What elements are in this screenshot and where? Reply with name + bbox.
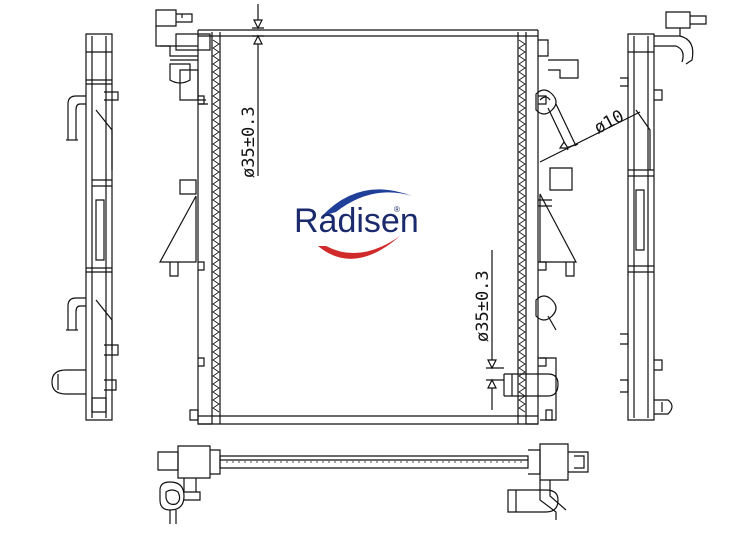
logo-swoosh-blue: [322, 189, 412, 216]
bottom-top-view: [157, 443, 589, 524]
front-view: [155, 9, 579, 425]
right-side-view: [620, 11, 707, 421]
dim-top-tube: ø35±0.3: [239, 4, 264, 178]
dim-bottom-tube: ø35±0.3: [473, 250, 504, 410]
dim-label-tube-bottom: ø35±0.3: [473, 270, 493, 342]
radisen-logo: Radisen ®: [294, 189, 419, 259]
core-fin-left: [212, 39, 220, 413]
left-side-view: [51, 33, 119, 421]
core-fin-right: [518, 39, 526, 413]
logo-brand-text: Radisen: [294, 202, 419, 240]
logo-registered-mark: ®: [394, 205, 400, 214]
dim-drain: ø10: [539, 106, 641, 163]
logo-swoosh-red: [318, 236, 400, 259]
dim-label-tube-top: ø35±0.3: [239, 106, 259, 178]
